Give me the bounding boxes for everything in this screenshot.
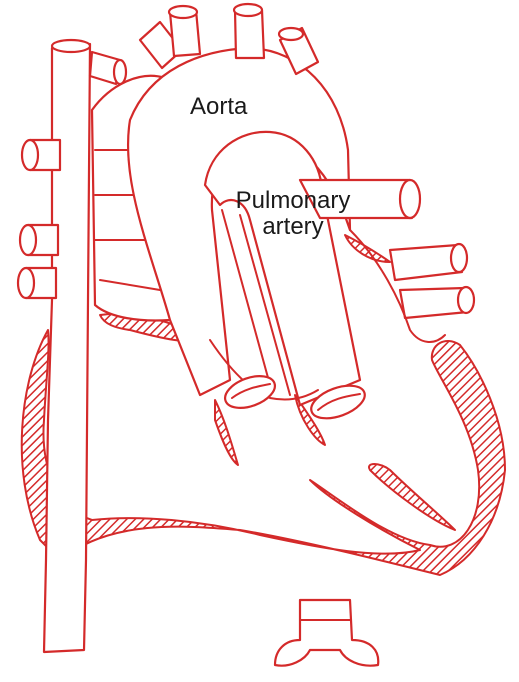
carotid-end — [169, 6, 197, 18]
pulmonary-branch-end — [400, 180, 420, 218]
lpv-end-1 — [451, 244, 467, 272]
septum — [369, 464, 455, 530]
lpv-end-2 — [458, 287, 474, 313]
vein-end-1 — [22, 140, 38, 170]
vein-end-2 — [20, 225, 36, 255]
heart-wall — [22, 330, 505, 575]
branch-end-3 — [279, 28, 303, 40]
pulmonary-label-line2: artery — [208, 214, 378, 240]
pulmonary-artery-label: Pulmonary artery — [208, 188, 378, 240]
azygos-end — [114, 60, 126, 84]
vein-end-3 — [18, 268, 34, 298]
left-subclavian-artery — [235, 10, 264, 58]
descending-aorta — [275, 600, 378, 666]
valve-wall — [215, 400, 238, 465]
pulmonary-label-line1: Pulmonary — [208, 188, 378, 214]
subclavian-end — [234, 4, 262, 16]
vena-cava-top — [52, 40, 90, 52]
aorta-label: Aorta — [190, 94, 247, 120]
vena-cava — [44, 44, 90, 652]
